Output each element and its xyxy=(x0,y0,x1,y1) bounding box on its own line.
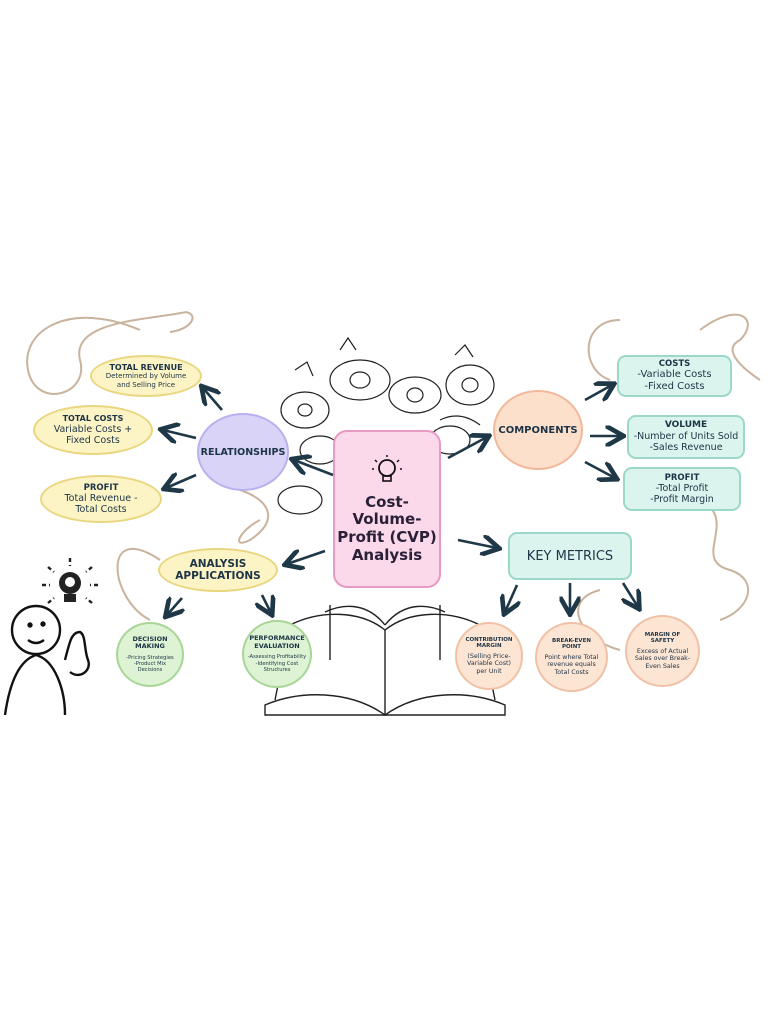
central-topic-node: Cost- Volume- Profit (CVP) Analysis xyxy=(333,430,441,588)
performance-evaluation-desc-3: Structures xyxy=(263,666,291,673)
margin-of-safety-desc-2: Sales over Break- xyxy=(634,655,691,663)
volume-node: VOLUME -Number of Units Sold -Sales Reve… xyxy=(627,415,745,459)
total-revenue-title: TOTAL REVENUE xyxy=(109,363,183,373)
arrow-center-to-components xyxy=(447,437,487,460)
key-metrics-node: KEY METRICS xyxy=(508,532,632,580)
central-title-line-4: Analysis xyxy=(351,545,423,564)
arrow-relationships-to-total-costs xyxy=(163,430,197,438)
total-costs-node: TOTAL COSTS Variable Costs + Fixed Costs xyxy=(33,405,153,455)
total-revenue-node: TOTAL REVENUE Determined by Volume and S… xyxy=(90,355,202,397)
relationships-label: RELATIONSHIPS xyxy=(200,446,286,458)
performance-evaluation-desc-2: -Identifying Cost xyxy=(255,660,299,667)
costs-desc-1: -Variable Costs xyxy=(637,369,712,381)
flower-decoration xyxy=(277,336,495,515)
components-label: COMPONENTS xyxy=(498,424,578,436)
thinking-person-illustration xyxy=(3,604,90,716)
relationships-profit-desc-2: Total Costs xyxy=(75,504,127,515)
arrow-analysis-to-performance xyxy=(262,595,271,613)
volume-title: VOLUME xyxy=(664,420,708,431)
costs-title: COSTS xyxy=(658,359,691,370)
central-title-line-2: Volume- xyxy=(352,510,422,529)
decision-making-node: DECISION MAKING -Pricing Strategies -Pro… xyxy=(116,622,184,687)
volume-desc-2: -Sales Revenue xyxy=(649,442,723,454)
arrow-key-metrics-to-margin-of-safety xyxy=(623,582,638,607)
costs-node: COSTS -Variable Costs -Fixed Costs xyxy=(617,355,732,397)
arrow-relationships-to-profit xyxy=(166,475,197,488)
decision-making-desc-3: Decisions xyxy=(137,667,163,674)
contribution-margin-title-1: CONTRIBUTION xyxy=(465,636,513,643)
arrow-center-to-relationships xyxy=(294,460,334,477)
relationships-profit-desc-1: Total Revenue - xyxy=(64,492,138,504)
components-profit-desc-2: -Profit Margin xyxy=(650,494,714,505)
relationships-node: RELATIONSHIPS xyxy=(197,413,289,491)
break-even-desc-2: revenue equals xyxy=(547,661,596,669)
performance-evaluation-desc-1: -Assessing Profitability xyxy=(247,654,307,661)
costs-desc-2: -Fixed Costs xyxy=(644,381,705,392)
key-metrics-label: KEY METRICS xyxy=(526,548,614,564)
components-profit-node: PROFIT -Total Profit -Profit Margin xyxy=(623,467,741,511)
total-costs-desc-2: Fixed Costs xyxy=(66,434,120,446)
arrow-center-to-analysis xyxy=(287,551,326,564)
analysis-applications-node: ANALYSIS APPLICATIONS xyxy=(158,548,278,592)
break-even-title-2: POINT xyxy=(561,644,582,651)
central-title-line-1: Cost- xyxy=(365,492,409,511)
squiggle-lines xyxy=(26,311,761,651)
performance-evaluation-node: PERFORMANCE EVALUATION -Assessing Profit… xyxy=(242,620,312,688)
performance-evaluation-title-1: PERFORMANCE xyxy=(249,634,305,643)
components-profit-desc-1: -Total Profit xyxy=(655,482,709,494)
margin-of-safety-title-2: SAFETY xyxy=(650,638,675,645)
contribution-margin-desc-2: Variable Cost) xyxy=(467,660,511,668)
components-node: COMPONENTS xyxy=(493,390,583,470)
decision-making-title-2: MAKING xyxy=(135,642,165,651)
central-title-line-3: Profit (CVP) xyxy=(337,528,437,546)
break-even-desc-1: Point where Total xyxy=(544,653,599,661)
arrow-components-to-profit xyxy=(584,460,615,478)
arrow-relationships-to-total-revenue xyxy=(203,388,223,411)
idea-lightbulb-icon xyxy=(42,558,98,604)
performance-evaluation-title-2: EVALUATION xyxy=(254,641,300,650)
break-even-desc-3: Total Costs xyxy=(554,668,589,676)
volume-desc-1: -Number of Units Sold xyxy=(633,431,739,443)
lightbulb-icon xyxy=(372,454,402,482)
total-costs-title: TOTAL COSTS xyxy=(62,414,124,424)
relationships-profit-title: PROFIT xyxy=(83,482,119,493)
margin-of-safety-desc-1: Excess of Actual xyxy=(636,647,689,655)
analysis-label-line-2: APPLICATIONS xyxy=(175,570,261,582)
break-even-title-1: BREAK-EVEN xyxy=(552,637,591,644)
contribution-margin-node: CONTRIBUTION MARGIN (Selling Price- Vari… xyxy=(455,622,523,690)
arrow-analysis-to-decision xyxy=(167,598,182,615)
components-profit-title: PROFIT xyxy=(664,472,700,483)
contribution-margin-desc-3: per Unit xyxy=(476,667,502,675)
decision-making-desc-2: -Product Mix xyxy=(133,661,167,668)
margin-of-safety-title-1: MARGIN OF xyxy=(644,631,681,638)
arrow-components-to-costs xyxy=(584,385,612,400)
decision-making-title-1: DECISION xyxy=(132,634,168,643)
analysis-label-line-1: ANALYSIS xyxy=(189,557,247,570)
arrow-center-to-key-metrics xyxy=(457,540,497,548)
total-revenue-desc-2: and Selling Price xyxy=(116,380,176,389)
margin-of-safety-node: MARGIN OF SAFETY Excess of Actual Sales … xyxy=(625,615,700,687)
contribution-margin-desc-1: (Selling Price- xyxy=(467,652,511,660)
arrow-key-metrics-to-contribution-margin xyxy=(505,584,517,612)
relationships-profit-node: PROFIT Total Revenue - Total Costs xyxy=(40,475,162,523)
margin-of-safety-desc-3: Even Sales xyxy=(645,662,680,670)
total-revenue-desc-1: Determined by Volume xyxy=(105,372,187,381)
decision-making-desc-1: -Pricing Strategies xyxy=(126,654,174,661)
break-even-node: BREAK-EVEN POINT Point where Total reven… xyxy=(535,622,608,692)
contribution-margin-title-2: MARGIN xyxy=(476,643,502,650)
total-costs-desc-1: Variable Costs + xyxy=(53,423,133,435)
